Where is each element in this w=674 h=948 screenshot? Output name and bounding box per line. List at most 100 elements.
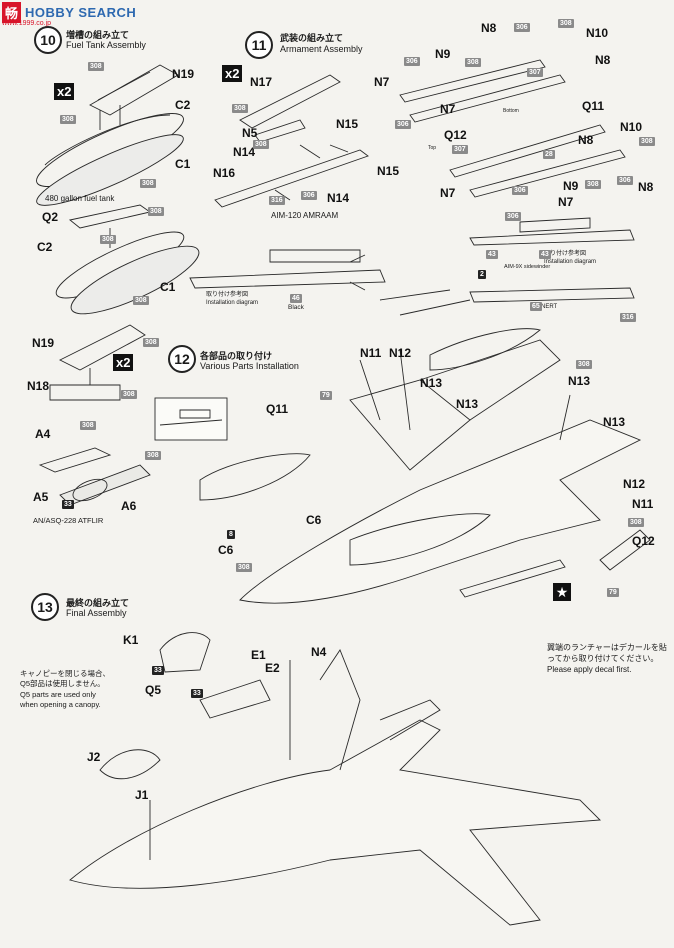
- part-label: A4: [35, 427, 51, 441]
- detail-inset-box: [154, 397, 228, 441]
- step11-title-jp: 武装の組み立て: [280, 33, 344, 43]
- color-tag: 308: [80, 421, 96, 430]
- part-label: N10: [586, 26, 609, 40]
- step13-title-en: Final Assembly: [66, 608, 127, 618]
- apply-en: Please apply decal first.: [547, 665, 632, 674]
- color-tag: 8: [227, 530, 235, 539]
- part-label: N4: [311, 645, 327, 659]
- pylon-n19-assembly: [49, 324, 146, 401]
- install-en: Installation diagram: [206, 300, 259, 306]
- color-tag: 308: [143, 338, 159, 347]
- color-tag: 308: [121, 390, 137, 399]
- part-label: Q2: [42, 210, 59, 224]
- part-label: C6: [218, 543, 234, 557]
- aim9x-installation-diagram: [469, 217, 635, 246]
- color-tag: 308: [88, 62, 104, 71]
- install-jp-2: 取り付け参考図: [544, 251, 587, 257]
- canopy-note-en1: Q5 parts are used only: [20, 690, 96, 699]
- multiplier-badge: x2: [54, 83, 75, 100]
- part-label: N11: [632, 497, 654, 511]
- part-label: C1: [160, 280, 176, 294]
- top-label: Top: [428, 145, 437, 151]
- color-tag: 306: [301, 191, 317, 200]
- color-tag: 33: [191, 689, 203, 698]
- color-tag: 308: [465, 58, 481, 67]
- aircraft-parts-installation: [199, 289, 651, 604]
- part-label: E1: [251, 648, 266, 662]
- color-tag: 2: [478, 270, 486, 279]
- step10-number: 10: [34, 26, 62, 54]
- color-tag: 65: [530, 302, 542, 311]
- apply-jp-2: ってから取り付けてください。: [547, 654, 659, 663]
- star-decal-icon: ★: [553, 583, 571, 601]
- part-label: C2: [175, 98, 191, 112]
- part-label: N13: [603, 415, 626, 429]
- step10-title-en: Fuel Tank Assembly: [66, 40, 146, 50]
- color-tag: 308: [148, 207, 164, 216]
- part-label: N8: [578, 133, 594, 147]
- step12-number: 12: [168, 345, 196, 373]
- part-label: N13: [420, 376, 443, 390]
- part-label: Q12: [444, 128, 467, 142]
- step13-number: 13: [31, 593, 59, 621]
- color-tag: 308: [145, 451, 161, 460]
- multiplier-badge: x2: [222, 65, 243, 82]
- aim120-installation-diagram: [189, 249, 386, 291]
- part-label: N17: [250, 75, 273, 89]
- part-label: Q12: [632, 534, 655, 548]
- part-label: C6: [306, 513, 322, 527]
- step11-number: 11: [245, 31, 273, 59]
- watermark: 畅 HOBBY SEARCH www.1999.co.jp: [2, 2, 136, 27]
- fuel-tank-top-assembly: [36, 64, 184, 206]
- color-tag: 43: [539, 250, 551, 259]
- color-tag: 308: [232, 104, 248, 113]
- color-tag: 308: [236, 563, 252, 572]
- color-tag: 308: [140, 179, 156, 188]
- watermark-url: www.1999.co.jp: [2, 20, 52, 27]
- install-en-2: Installation diagram: [544, 259, 597, 265]
- step11-title-en: Armament Assembly: [280, 44, 363, 54]
- part-label: N9: [563, 179, 579, 193]
- step12-title-jp: 各部品の取り付け: [200, 351, 273, 361]
- part-label: N14: [233, 145, 256, 159]
- part-label: N15: [336, 117, 359, 131]
- aircraft-final-assembly: [69, 632, 602, 926]
- bottom-label: Bottom: [503, 108, 519, 114]
- color-tag: 308: [558, 19, 574, 28]
- apply-jp-1: 翼端のランチャーはデカールを貼: [547, 643, 667, 652]
- color-tag: 306: [617, 176, 633, 185]
- sidewinder-label: AIM-9X sidewinder: [504, 264, 551, 270]
- part-label: N11: [360, 346, 382, 360]
- color-tag: 308: [628, 518, 644, 527]
- color-tag: 308: [133, 296, 149, 305]
- part-label: N16: [213, 166, 236, 180]
- part-label: N15: [377, 164, 400, 178]
- part-label: N7: [440, 102, 456, 116]
- color-tag: 46: [290, 294, 302, 303]
- part-label: N7: [558, 195, 574, 209]
- atflir-pod-assembly: [38, 447, 151, 506]
- fuel-tank-bottom-assembly: [55, 204, 200, 315]
- part-label: N8: [595, 53, 611, 67]
- step10-title-jp: 増槽の組み立て: [66, 30, 130, 40]
- color-tag: 308: [253, 140, 269, 149]
- color-tag: 33: [152, 666, 164, 675]
- part-label: N12: [623, 477, 646, 491]
- color-tag: 79: [607, 588, 619, 597]
- color-tag: 79: [320, 391, 332, 400]
- color-tag: 316: [620, 313, 636, 322]
- color-tag: 308: [639, 137, 655, 146]
- part-label: A6: [121, 499, 137, 513]
- part-label: K1: [123, 633, 139, 647]
- part-label: Q11: [266, 402, 289, 416]
- part-label: N7: [440, 186, 456, 200]
- part-label: C2: [37, 240, 53, 254]
- part-label: N10: [620, 120, 643, 134]
- part-label: N8: [481, 21, 497, 35]
- part-label: Q11: [582, 99, 605, 113]
- part-label: N18: [27, 379, 50, 393]
- part-label: N9: [435, 47, 451, 61]
- part-label: N19: [172, 67, 195, 81]
- color-tag: 308: [585, 180, 601, 189]
